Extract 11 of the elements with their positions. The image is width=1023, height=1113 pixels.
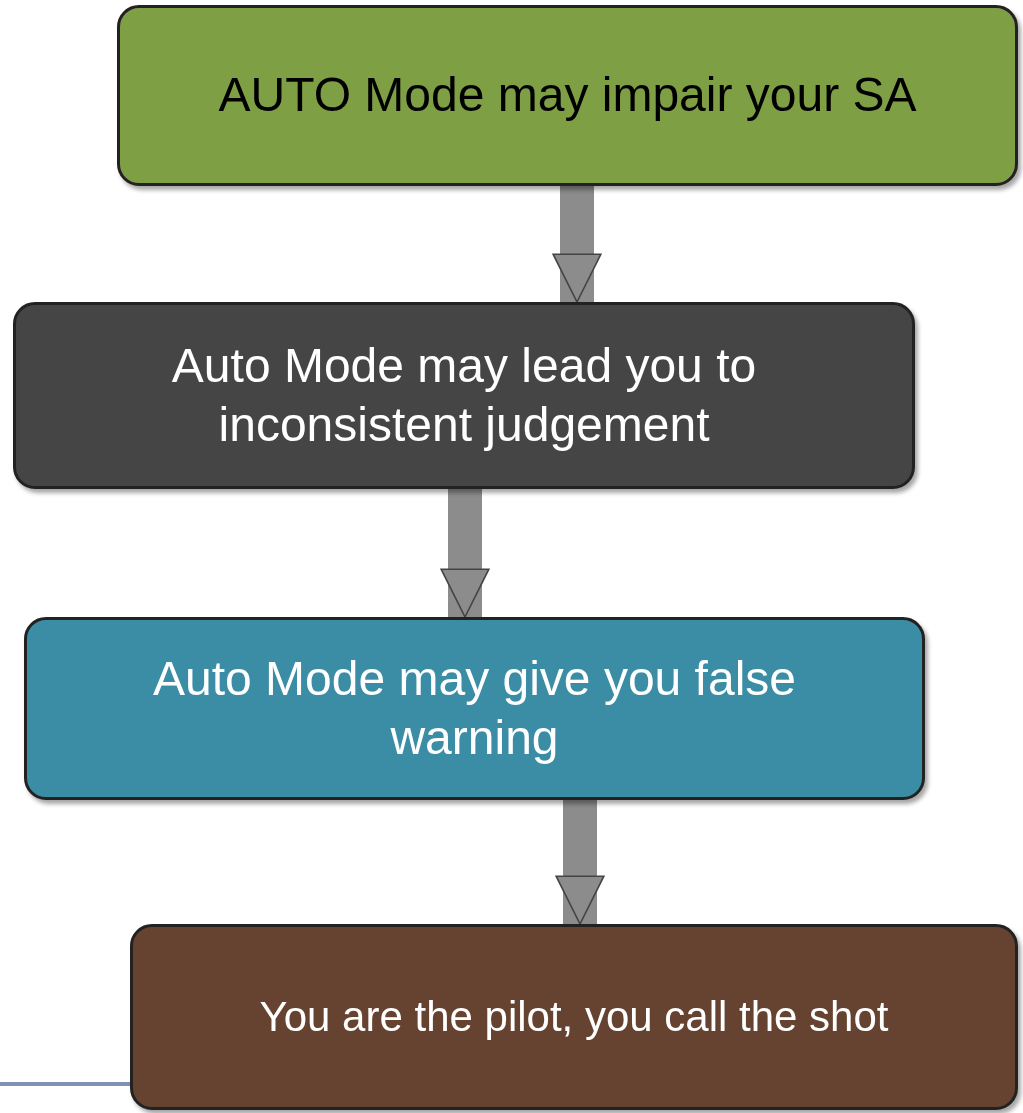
box-text: Auto Mode may lead you to inconsistent judgement [170, 337, 758, 453]
process-box [24, 617, 925, 800]
block-arrow [552, 186, 602, 303]
box-text: Auto Mode may give you false warning [152, 650, 797, 766]
block-arrow [555, 800, 605, 925]
process-box [13, 302, 915, 489]
box-text: AUTO Mode may impair your SA [217, 67, 918, 124]
box-text: You are the pilot, you call the shot [258, 992, 890, 1043]
block-arrow [440, 489, 490, 618]
process-box [130, 924, 1018, 1110]
process-box [117, 5, 1018, 186]
